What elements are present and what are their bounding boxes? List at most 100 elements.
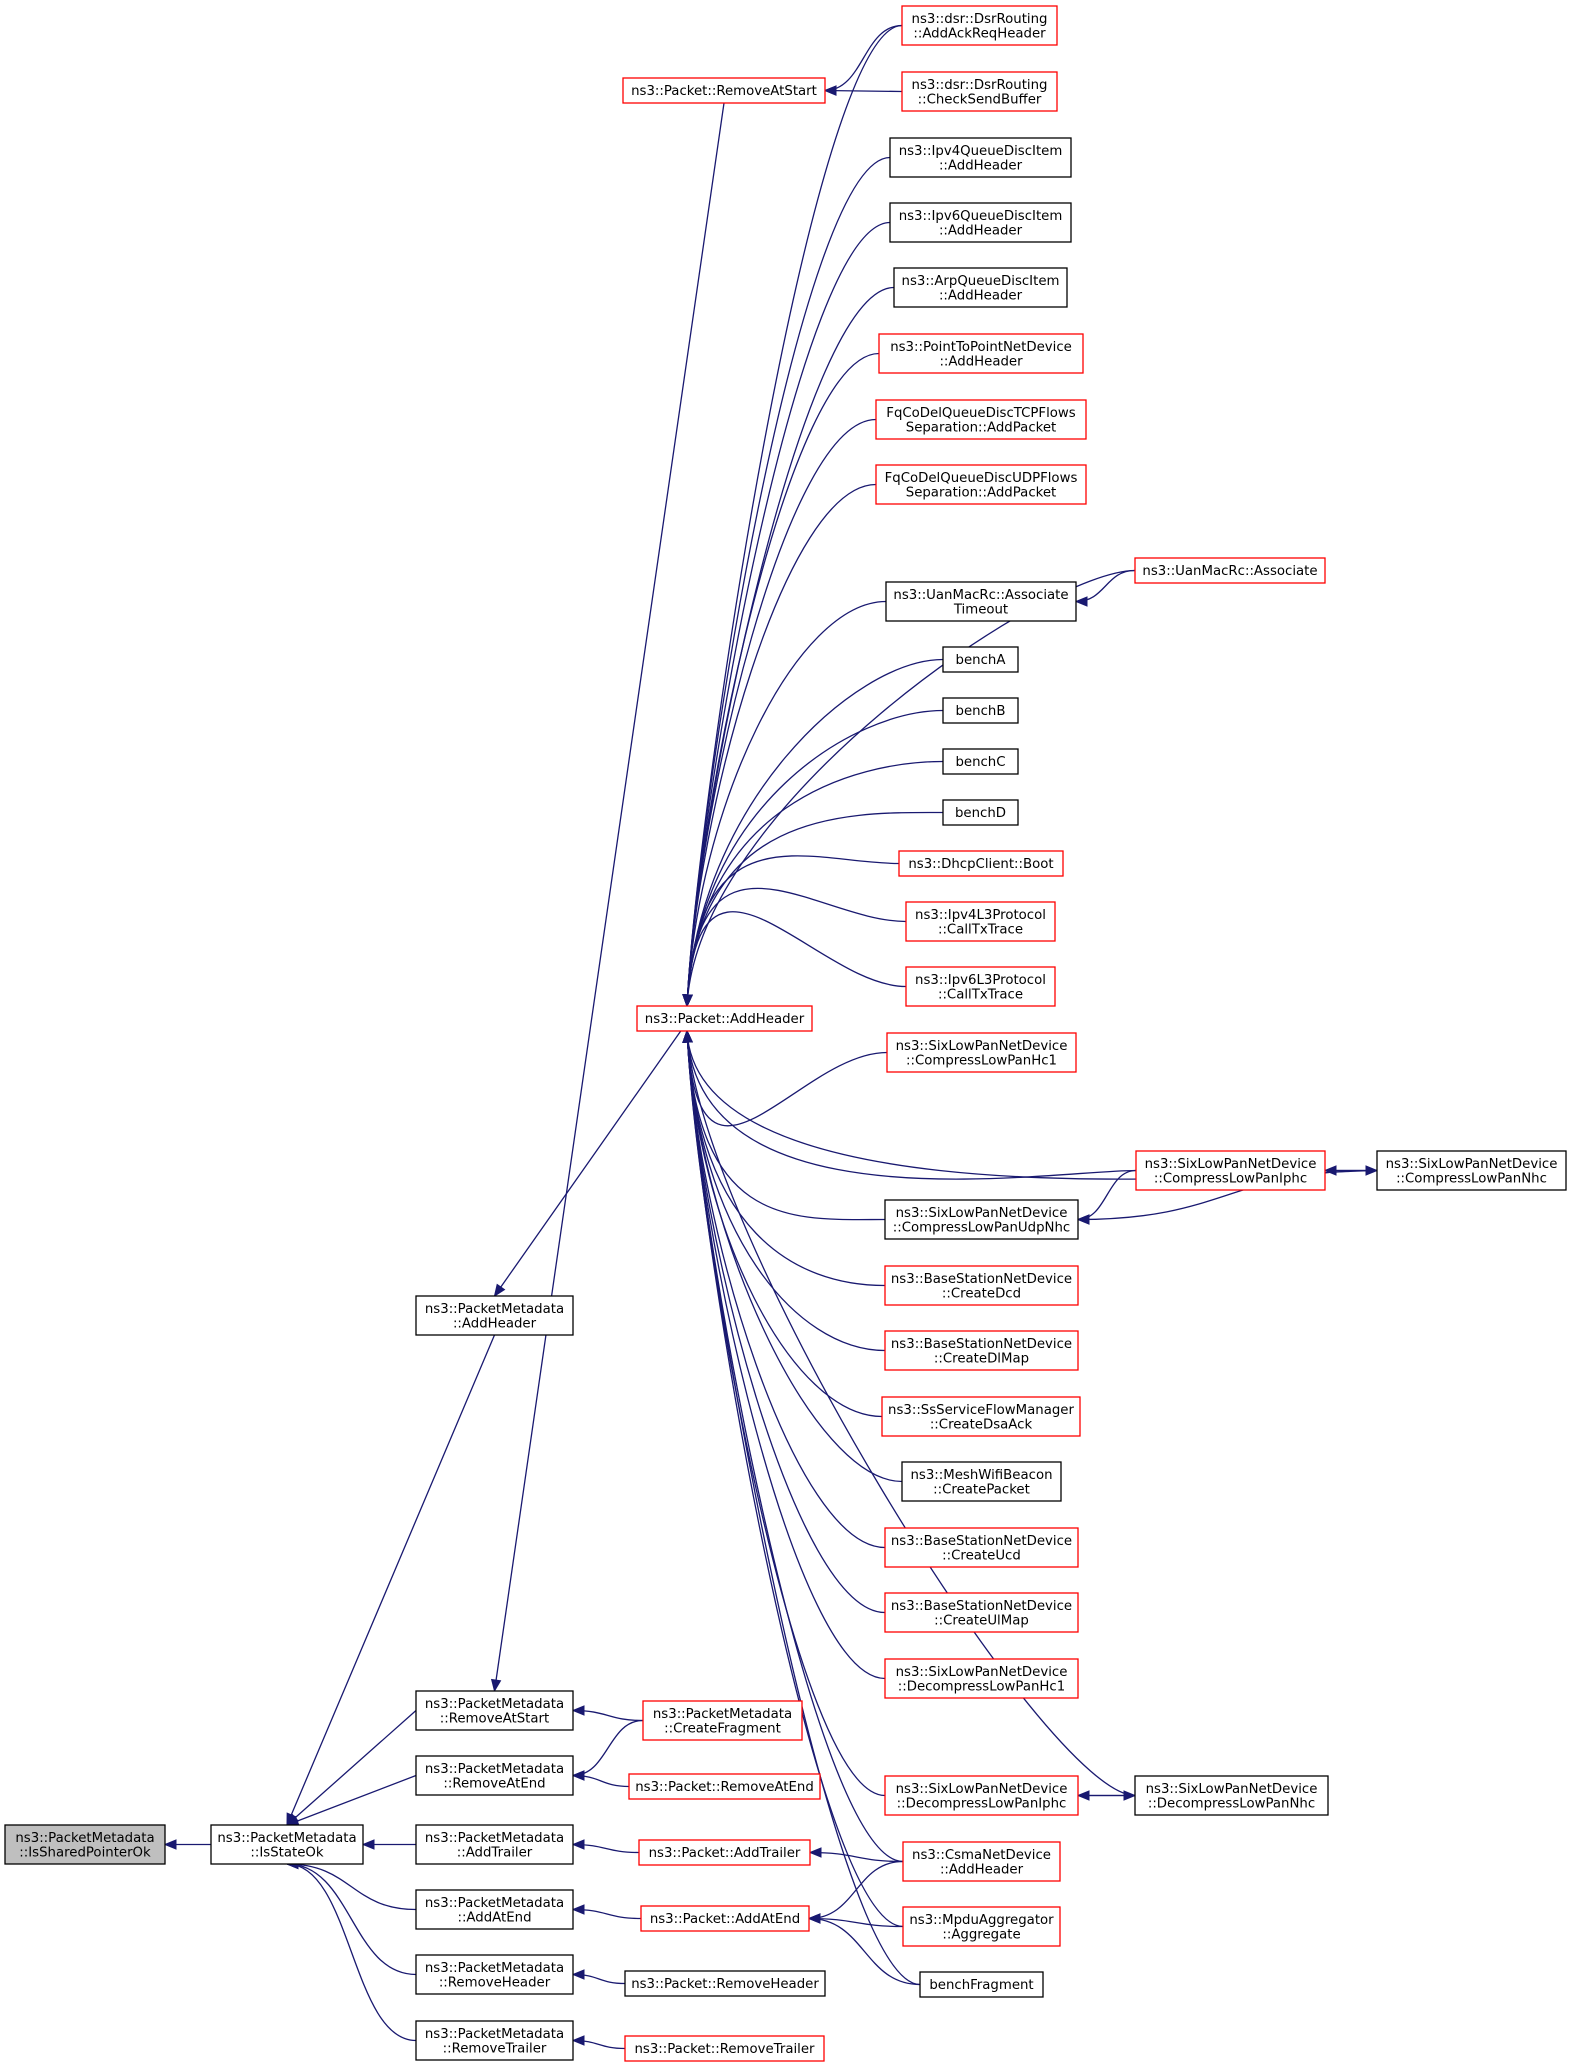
node-csma-add-header[interactable]: ns3::CsmaNetDevice::AddHeader xyxy=(902,1841,1061,1882)
node-bs-create-dcd[interactable]: ns3::BaseStationNetDevice::CreateDcd xyxy=(884,1265,1079,1306)
node-pm-remove-trailer[interactable]: ns3::PacketMetadata::RemoveTrailer xyxy=(415,2020,574,2061)
edge-arrowhead xyxy=(163,1839,177,1850)
node-label: ns3::UanMacRc::Associate xyxy=(1142,564,1317,579)
node-label: benchFragment xyxy=(929,1978,1033,1993)
node-dsr-add-ack-req[interactable]: ns3::dsr::DsrRouting::AddAckReqHeader xyxy=(901,5,1058,46)
node-label: ns3::PacketMetadata xyxy=(15,1831,154,1846)
node-p-add-header[interactable]: ns3::Packet::AddHeader xyxy=(636,1005,813,1032)
edge-dsr-check-send-to-p-remove-at-start xyxy=(823,85,903,96)
node-label: ns3::ArpQueueDiscItem xyxy=(902,274,1060,289)
edge-bench-d-to-p-add-header xyxy=(682,811,944,1008)
node-label: ns3::PointToPointNetDevice xyxy=(890,340,1072,355)
edge-line xyxy=(286,1863,417,1911)
node-label: ns3::PacketMetadata xyxy=(425,1302,564,1317)
node-slp-decomp-hc1[interactable]: ns3::SixLowPanNetDevice::DecompressLowPa… xyxy=(884,1658,1079,1699)
edges xyxy=(163,24,1379,2050)
node-box xyxy=(415,1295,574,1336)
node-label: ::RemoveAtEnd xyxy=(443,1776,545,1791)
edge-line xyxy=(1077,1169,1137,1221)
node-label: Separation::AddPacket xyxy=(906,420,1057,435)
node-bs-create-ul-map[interactable]: ns3::BaseStationNetDevice::CreateUlMap xyxy=(884,1592,1079,1633)
edge-line xyxy=(808,1917,921,1986)
node-pm-add-at-end[interactable]: ns3::PacketMetadata::AddAtEnd xyxy=(415,1889,574,1930)
node-label: ::IsSharedPointerOk xyxy=(19,1845,151,1860)
edge-line xyxy=(686,1030,1137,1180)
node-slp-comp-hc1[interactable]: ns3::SixLowPanNetDevice::CompressLowPanH… xyxy=(886,1032,1077,1073)
edge-line xyxy=(286,1774,417,1826)
edge-line xyxy=(686,1030,886,1680)
node-p2p-add-header[interactable]: ns3::PointToPointNetDevice::AddHeader xyxy=(878,333,1084,374)
node-ss-create-dsa-ack[interactable]: ns3::SsServiceFlowManager::CreateDsaAck xyxy=(881,1396,1081,1437)
node-slp-comp-iphc[interactable]: ns3::SixLowPanNetDevice::CompressLowPanI… xyxy=(1135,1150,1326,1191)
node-mpdu-aggregate[interactable]: ns3::MpduAggregator::Aggregate xyxy=(902,1906,1061,1947)
node-pm-remove-header[interactable]: ns3::PacketMetadata::RemoveHeader xyxy=(415,1954,574,1995)
node-label: Separation::AddPacket xyxy=(906,485,1057,500)
node-fq-tcp[interactable]: FqCoDelQueueDiscTCPFlowsSeparation::AddP… xyxy=(875,399,1087,440)
node-bench-fragment[interactable]: benchFragment xyxy=(919,1971,1044,1998)
node-box xyxy=(4,1824,166,1865)
node-slp-decomp-iphc[interactable]: ns3::SixLowPanNetDevice::DecompressLowPa… xyxy=(884,1775,1079,1816)
node-p-remove-at-end[interactable]: ns3::Packet::RemoveAtEnd xyxy=(628,1773,821,1800)
node-p-remove-at-start[interactable]: ns3::Packet::RemoveAtStart xyxy=(622,77,826,104)
node-label: ::CreateDsaAck xyxy=(930,1417,1033,1432)
node-label: ns3::Ipv4QueueDiscItem xyxy=(899,144,1063,159)
node-bs-create-dl-map[interactable]: ns3::BaseStationNetDevice::CreateDlMap xyxy=(884,1330,1079,1371)
edge-line xyxy=(572,1719,644,1777)
node-ipv6-qdi[interactable]: ns3::Ipv6QueueDiscItem::AddHeader xyxy=(889,202,1072,243)
edge-line xyxy=(686,887,907,1007)
node-bench-c[interactable]: benchC xyxy=(942,748,1019,775)
node-pm-add-trailer[interactable]: ns3::PacketMetadata::AddTrailer xyxy=(415,1824,574,1865)
node-slp-comp-udp-nhc[interactable]: ns3::SixLowPanNetDevice::CompressLowPanU… xyxy=(884,1199,1079,1240)
node-dsr-check-send[interactable]: ns3::dsr::DsrRouting::CheckSendBuffer xyxy=(901,71,1058,112)
edge-bench-c-to-p-add-header xyxy=(682,760,944,1008)
edge-arrowhead xyxy=(1074,596,1088,607)
node-p-add-trailer[interactable]: ns3::Packet::AddTrailer xyxy=(638,1839,811,1866)
node-pm-remove-at-start[interactable]: ns3::PacketMetadata::RemoveAtStart xyxy=(415,1690,574,1731)
node-label: ns3::CsmaNetDevice xyxy=(912,1848,1051,1863)
node-pm-add-header[interactable]: ns3::PacketMetadata::AddHeader xyxy=(415,1295,574,1336)
node-p-add-at-end[interactable]: ns3::Packet::AddAtEnd xyxy=(640,1905,810,1932)
edge-line xyxy=(686,855,900,1007)
edge-line xyxy=(808,1917,904,1928)
node-pm-remove-at-end[interactable]: ns3::PacketMetadata::RemoveAtEnd xyxy=(415,1755,574,1796)
node-label: ns3::SixLowPanNetDevice xyxy=(1145,1157,1317,1172)
node-mesh-create-packet[interactable]: ns3::MeshWifiBeacon::CreatePacket xyxy=(901,1461,1062,1502)
node-pm-create-fragment[interactable]: ns3::PacketMetadata::CreateFragment xyxy=(642,1700,803,1741)
node-bs-create-ucd[interactable]: ns3::BaseStationNetDevice::CreateUcd xyxy=(884,1527,1079,1568)
node-p-remove-trailer[interactable]: ns3::Packet::RemoveTrailer xyxy=(624,2035,825,2062)
node-box xyxy=(1376,1150,1567,1191)
node-bench-d[interactable]: benchD xyxy=(942,799,1019,826)
edge-fq-tcp-to-p-add-header xyxy=(682,418,877,1008)
node-box xyxy=(902,1906,1061,1947)
edge-bench-fragment-to-p-add-header xyxy=(682,1029,921,1986)
node-bench-b[interactable]: benchB xyxy=(942,697,1019,724)
node-label: ns3::PacketMetadata xyxy=(425,1762,564,1777)
node-box xyxy=(902,1841,1061,1882)
node-label: benchD xyxy=(955,806,1006,821)
node-box xyxy=(893,267,1068,308)
node-label: benchB xyxy=(956,704,1006,719)
node-label: ::RemoveHeader xyxy=(439,1975,551,1990)
node-is-state-ok[interactable]: ns3::PacketMetadata::IsStateOk xyxy=(210,1824,364,1865)
node-root[interactable]: ns3::PacketMetadata::IsSharedPointerOk xyxy=(4,1824,166,1865)
node-arp-qdi[interactable]: ns3::ArpQueueDiscItem::AddHeader xyxy=(893,267,1068,308)
node-slp-comp-nhc[interactable]: ns3::SixLowPanNetDevice::CompressLowPanN… xyxy=(1376,1150,1567,1191)
edge-p-add-at-end-to-pm-add-at-end xyxy=(571,1904,642,1920)
node-slp-decomp-nhc[interactable]: ns3::SixLowPanNetDevice::DecompressLowPa… xyxy=(1134,1775,1329,1816)
node-label: ::AddHeader xyxy=(453,1316,537,1331)
node-fq-udp[interactable]: FqCoDelQueueDiscUDPFlowsSeparation::AddP… xyxy=(875,464,1087,505)
edge-line xyxy=(824,24,903,92)
node-box xyxy=(636,1005,813,1032)
node-ipv4-qdi[interactable]: ns3::Ipv4QueueDiscItem::AddHeader xyxy=(889,137,1072,178)
edge-line xyxy=(686,569,1136,1007)
node-ipv4-call-tx[interactable]: ns3::Ipv4L3Protocol::CallTxTrace xyxy=(905,901,1056,942)
node-p-remove-header[interactable]: ns3::Packet::RemoveHeader xyxy=(624,1970,826,1997)
node-box xyxy=(919,1971,1044,1998)
node-label: ns3::PacketMetadata xyxy=(217,1831,356,1846)
node-ipv6-call-tx[interactable]: ns3::Ipv6L3Protocol::CallTxTrace xyxy=(905,966,1056,1007)
node-label: ns3::Ipv6L3Protocol xyxy=(915,973,1046,988)
node-dhcp-boot[interactable]: ns3::DhcpClient::Boot xyxy=(898,850,1064,877)
node-uan-assoc[interactable]: ns3::UanMacRc::Associate xyxy=(1134,557,1326,584)
node-bench-a[interactable]: benchA xyxy=(942,646,1019,673)
